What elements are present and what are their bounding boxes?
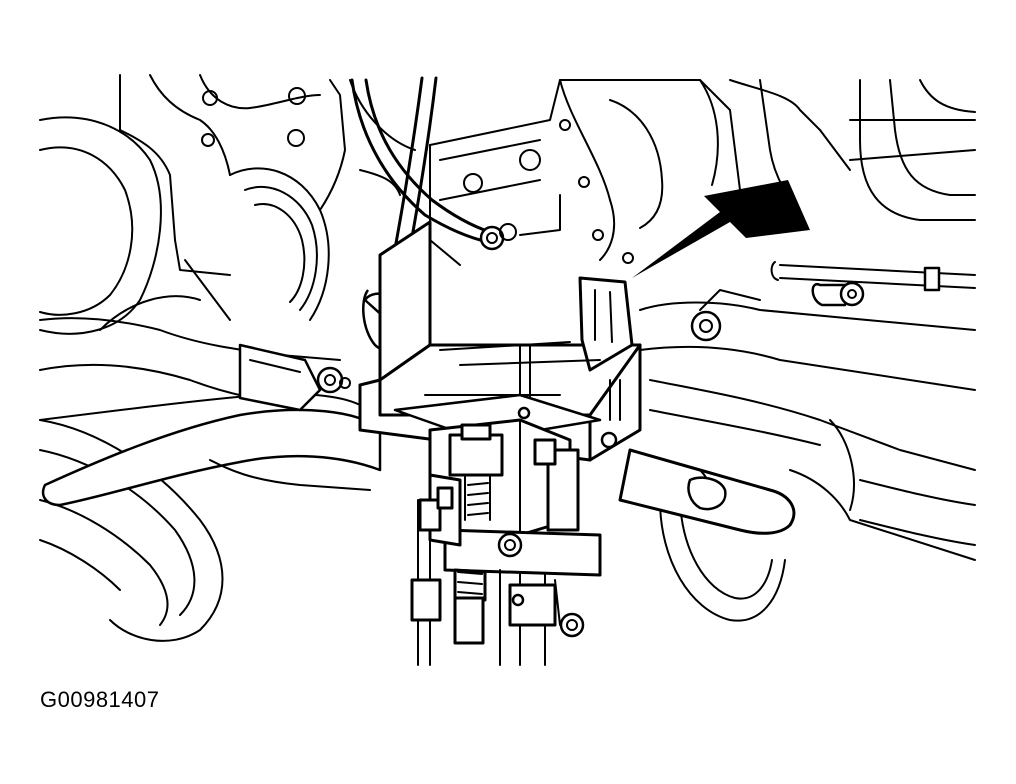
- floor-jack: [410, 418, 602, 666]
- right-suspension: [729, 79, 976, 307]
- callout-arrow-icon: [632, 180, 810, 278]
- engine-block: [119, 74, 416, 321]
- lower-control-arm: [639, 289, 976, 511]
- cable: [350, 76, 517, 352]
- left-wheel: [39, 116, 224, 642]
- figure-id-label: G00981407: [40, 687, 160, 712]
- right-wheel: [659, 469, 976, 622]
- left-control-arm: [39, 295, 351, 412]
- jack-attachment-tray: [358, 220, 642, 462]
- crossmember: [39, 392, 796, 535]
